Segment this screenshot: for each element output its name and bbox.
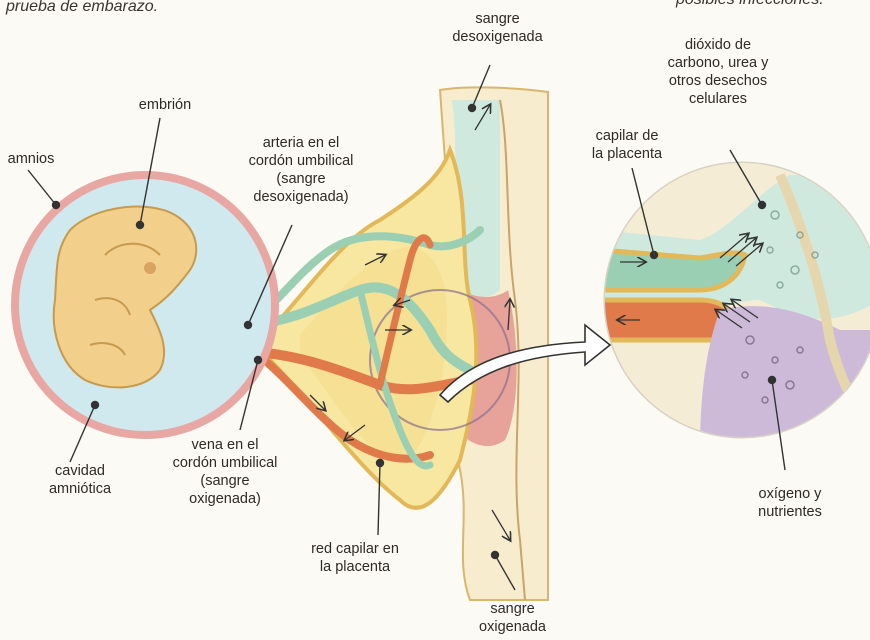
header-fragment-right: posibles infecciones. [676,0,824,9]
label-cavidad-amniotica: cavidad amniótica [30,462,130,498]
label-dioxido-carbono: dióxido de carbono, urea y otros desecho… [648,36,788,108]
label-vena-cordon: vena en el cordón umbilical (sangre oxig… [155,436,295,508]
label-arteria-cordon: arteria en el cordón umbilical (sangre d… [232,134,370,206]
label-red-capilar: red capilar en la placenta [290,540,420,576]
label-embrion: embrión [130,96,200,114]
label-oxigeno-nutrientes: oxígeno y nutrientes [735,485,845,521]
label-sangre-desoxigenada: sangre desoxigenada [430,10,565,46]
label-sangre-oxigenada: sangre oxigenada [455,600,570,636]
label-capilar-placenta: capilar de la placenta [572,127,682,163]
label-amnios: amnios [0,150,62,168]
header-fragment-left: prueba de embarazo. [6,0,158,16]
